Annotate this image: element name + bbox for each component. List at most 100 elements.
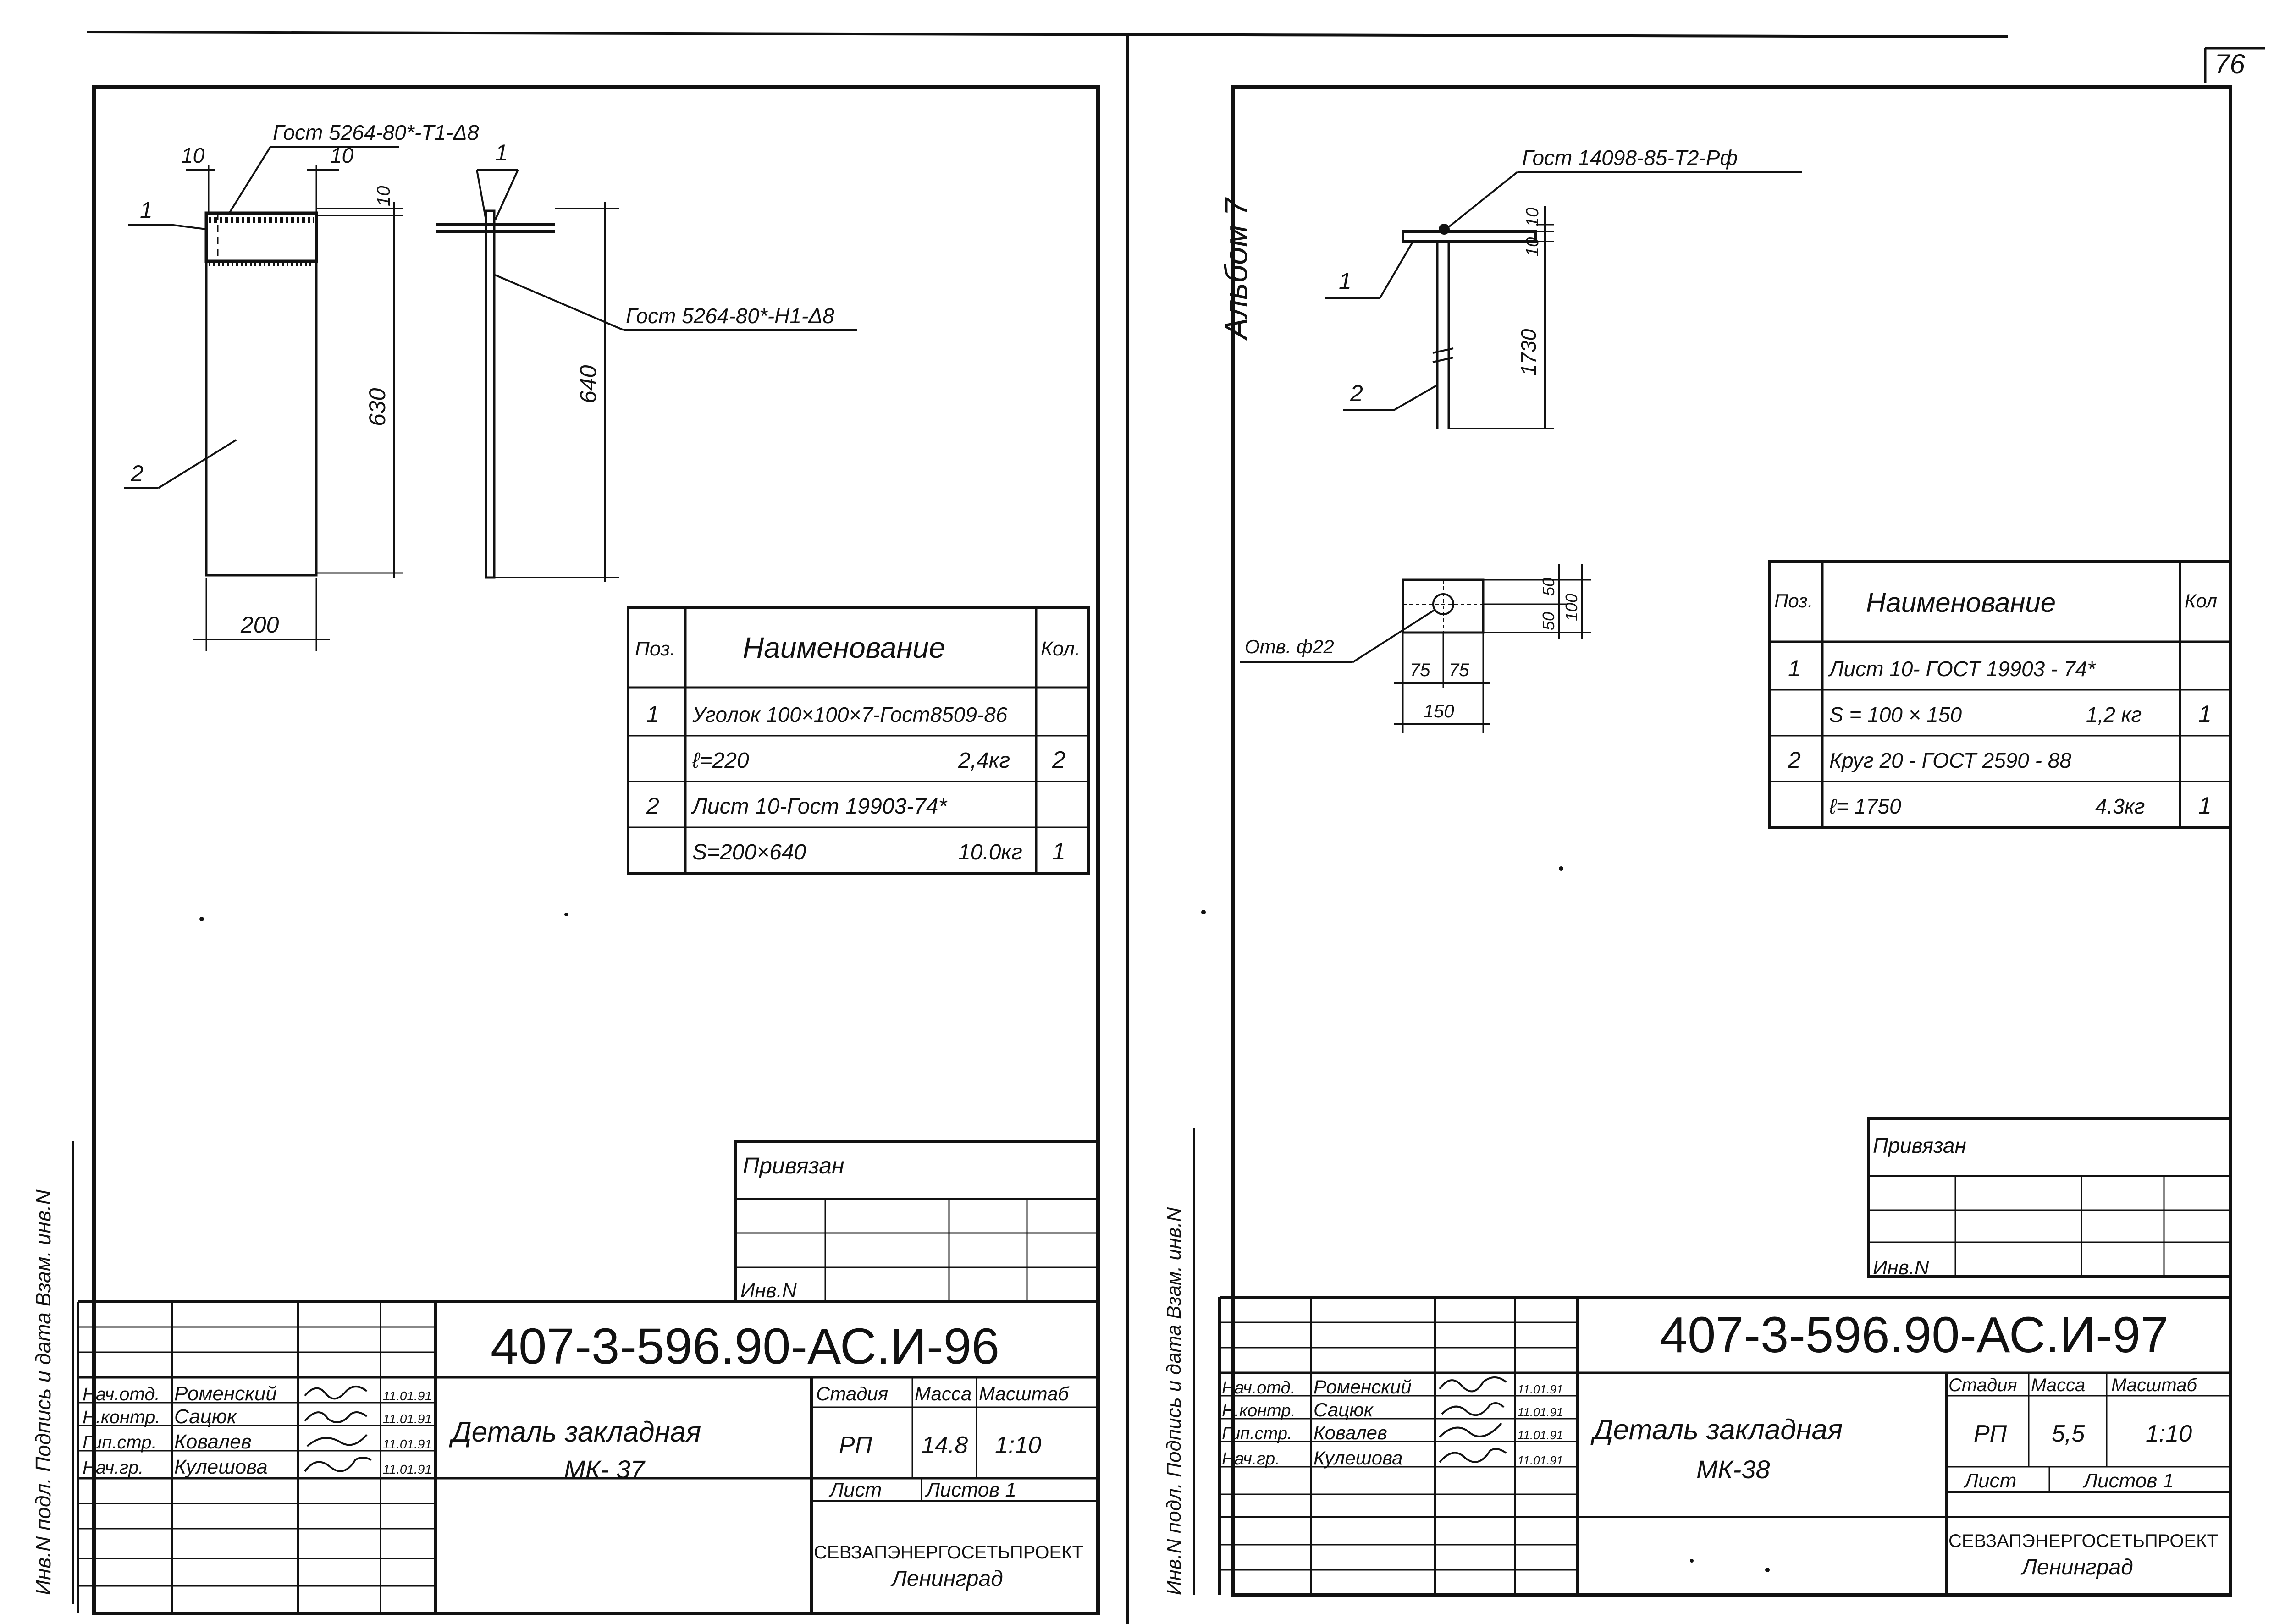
right-spec-h-qty: Кол [2185, 590, 2217, 611]
right-callouts: Гост 14098-85-Т2-Рф 1 2 Отв. ф22 [1240, 146, 1802, 663]
left-sheet-label: Лист [828, 1479, 882, 1501]
left-mass-header: Масса [915, 1383, 971, 1404]
right-weld-callout: Гост 14098-85-Т2-Рф [1522, 146, 1738, 170]
weld-side-callout: Гост 5264-80*-Н1-Δ8 [626, 304, 834, 328]
left-person1-name: Роменский [174, 1382, 277, 1405]
right-spec-row2-name: S = 100 × 150 [1829, 703, 1962, 727]
right-dim-10b: 10 [1523, 237, 1542, 257]
left-sheet: Инв.N подл. Подпись и дата Взам. инв.N [31, 85, 1100, 1615]
dim-10-left: 10 [181, 143, 205, 167]
right-dim-100: 100 [1562, 594, 1581, 621]
dim-630: 630 [364, 388, 390, 426]
right-dim-150: 150 [1424, 701, 1454, 721]
right-dim-50a: 50 [1539, 578, 1558, 596]
right-mass-header: Масса [2031, 1375, 2085, 1395]
left-title-block: Привязан Инв.N 407-3-596.90-АС.И-96 Нач.… [77, 1140, 1099, 1613]
right-signatures [1439, 1376, 1507, 1463]
right-stage-header: Стадия [1948, 1375, 2017, 1395]
left-front-view [204, 211, 318, 577]
spec-row2-qty: 2 [1052, 747, 1065, 773]
spec-row4-qty: 1 [1052, 838, 1065, 865]
right-person4-name: Кулешова [1314, 1447, 1402, 1469]
album-label: Альбом 7 [1218, 197, 1254, 341]
right-dim-75a: 75 [1410, 660, 1430, 680]
right-pos2-callout: 2 [1350, 380, 1363, 406]
left-person3-name: Ковалев [174, 1431, 252, 1453]
right-spec-row4-qty: 1 [2198, 793, 2212, 819]
left-person3-role: Гип.стр. [83, 1432, 157, 1453]
right-dim-50b: 50 [1539, 612, 1558, 630]
right-org-name: СЕВЗАПЭНЕРГОСЕТЬПРОЕКТ [1948, 1531, 2218, 1551]
left-side-view [436, 209, 555, 579]
dim-10-top: 10 [374, 186, 394, 207]
pos1-callout-side: 1 [495, 140, 508, 165]
left-sheets-label: Листов 1 [925, 1479, 1016, 1501]
right-scale-value: 1:10 [2146, 1420, 2192, 1447]
right-spec-row1-pos: 1 [1788, 655, 1801, 681]
spec-h-name: Наименование [743, 631, 945, 664]
right-stage-value: РП [1974, 1420, 2007, 1447]
left-person4-role: Нач.гр. [83, 1458, 144, 1478]
spec-row4-mass: 10.0кг [958, 840, 1022, 864]
left-scan-specks [199, 913, 568, 921]
left-person2-date: 11.01.91 [383, 1412, 432, 1426]
right-person3-name: Ковалев [1314, 1422, 1387, 1443]
right-plate-view [1402, 578, 1490, 639]
right-spec-h-pos: Поз. [1774, 590, 1813, 611]
left-side-stamp-text: Инв.N подл. Подпись и дата Взам. инв.N [31, 1189, 55, 1595]
right-side-stamp: Инв.N подл. Подпись и дата Взам. инв.N [1163, 1128, 1195, 1595]
pos1-callout-front: 1 [140, 197, 153, 223]
right-person4-date: 11.01.91 [1518, 1453, 1563, 1467]
spec-row1-name: Уголок 100×100×7-Гост8509-86 [692, 703, 1008, 727]
right-sheets-label: Листов 1 [2082, 1470, 2174, 1492]
right-person1-name: Роменский [1314, 1376, 1412, 1398]
right-person1-date: 11.01.91 [1518, 1382, 1563, 1396]
right-dim-75b: 75 [1449, 660, 1469, 680]
right-spec-row2-qty: 1 [2198, 701, 2212, 727]
right-rod-view [1402, 224, 1537, 429]
left-spec-table: Поз. Наименование Кол. 1 Уголок 100×100×… [627, 606, 1090, 875]
right-spec-row3-pos: 2 [1788, 747, 1801, 773]
spec-row2-mass: 2,4кг [958, 749, 1010, 773]
right-person2-role: Н.контр. [1222, 1401, 1296, 1420]
page-number: 76 [2214, 49, 2245, 79]
right-hole-callout: Отв. ф22 [1245, 636, 1334, 657]
left-scale-header: Масштаб [979, 1383, 1070, 1404]
right-scale-header: Масштаб [2111, 1375, 2197, 1395]
right-spec-h-name: Наименование [1866, 587, 2056, 618]
left-inv-label: Инв.N [740, 1279, 797, 1302]
left-org-name: СЕВЗАПЭНЕРГОСЕТЬПРОЕКТ [814, 1542, 1083, 1563]
dim-640: 640 [575, 365, 601, 403]
right-person3-date: 11.01.91 [1518, 1428, 1563, 1442]
left-signatures [304, 1386, 372, 1472]
left-person4-name: Кулешова [174, 1456, 268, 1478]
page-number-box: 76 [2204, 47, 2265, 83]
left-drawing-code: 407-3-596.90-АС.И-96 [491, 1318, 999, 1375]
right-frame [1231, 85, 2232, 1597]
right-sheet: Инв.N подл. Подпись и дата Взам. инв.N А… [1163, 85, 2232, 1597]
weld-top-callout: Гост 5264-80*-Т1-Δ8 [273, 121, 479, 144]
right-sheet-label: Лист [1963, 1470, 2016, 1492]
right-spec-row3-name: Круг 20 - ГОСТ 2590 - 88 [1829, 749, 2071, 772]
left-person3-date: 11.01.91 [383, 1437, 432, 1451]
spec-row2-name: ℓ=220 [692, 749, 749, 773]
right-person4-role: Нач.гр. [1222, 1449, 1280, 1469]
left-scale-value: 1:10 [995, 1432, 1041, 1459]
left-side-stamp: Инв.N подл. Подпись и дата Взам. инв.N [31, 1141, 74, 1604]
spec-row4-name: S=200×640 [692, 840, 806, 864]
spec-row1-pos: 1 [646, 701, 659, 727]
left-person2-name: Сацюк [174, 1405, 237, 1428]
left-person2-role: Н.контр. [83, 1407, 160, 1427]
left-title-line1: Деталь закладная [449, 1416, 701, 1448]
right-inv-label: Инв.N [1873, 1256, 1929, 1279]
left-stage-header: Стадия [816, 1383, 888, 1404]
spec-row3-pos: 2 [646, 793, 659, 819]
left-person1-role: Нач.отд. [83, 1384, 160, 1404]
dim-200: 200 [240, 612, 279, 638]
spec-row3-name: Лист 10-Гост 19903-74* [691, 794, 948, 819]
right-spec-row1-name: Лист 10- ГОСТ 19903 - 74* [1828, 657, 2096, 681]
spec-h-pos: Поз. [635, 638, 676, 660]
right-dimensions: 10 10 1730 50 50 100 75 75 150 [1394, 206, 1591, 733]
left-person4-date: 11.01.91 [383, 1462, 432, 1476]
right-scan-specks [1201, 866, 1770, 1572]
